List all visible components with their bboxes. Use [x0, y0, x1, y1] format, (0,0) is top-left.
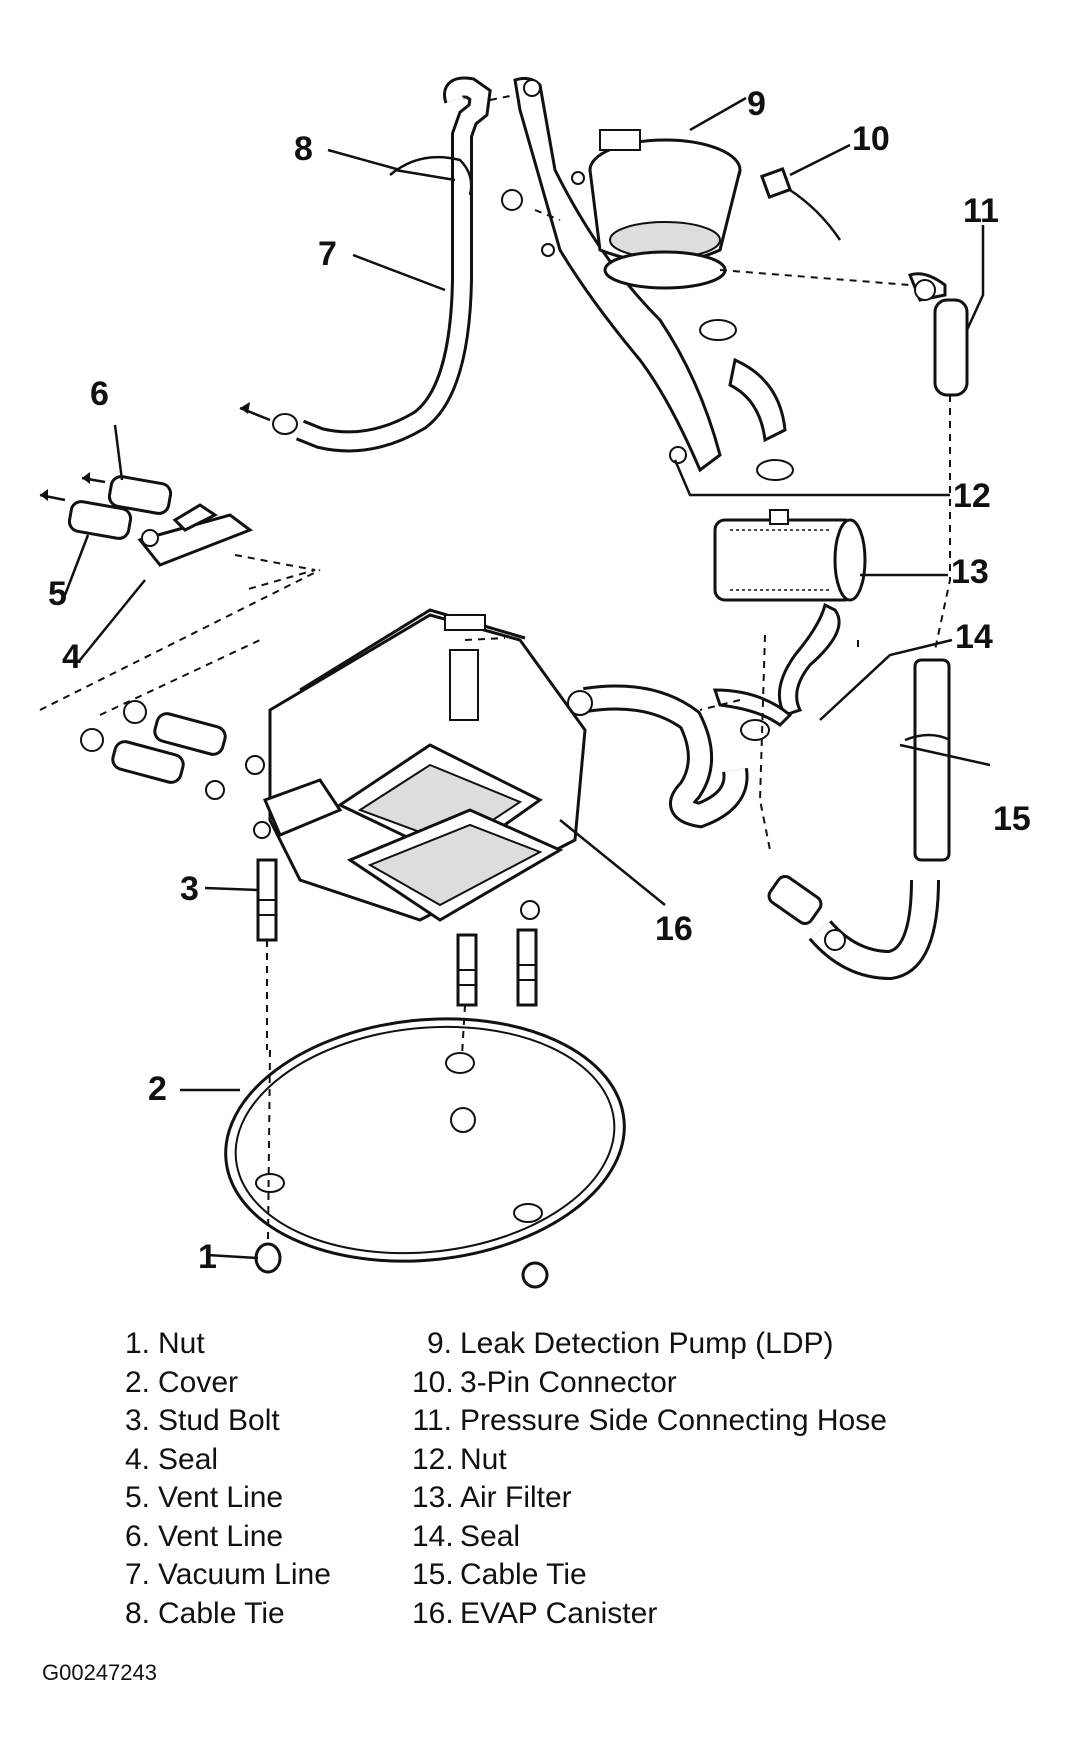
cable-tie-15-part: [767, 658, 991, 981]
legend-label: Air Filter: [460, 1481, 572, 1514]
figure-code: G00247243: [42, 1660, 157, 1685]
legend-label: Cable Tie: [460, 1558, 587, 1591]
legend-number: 5.: [124, 1481, 150, 1514]
canister-port-fittings-part: [80, 700, 265, 800]
pressure-side-hose-part: [908, 272, 969, 397]
legend-item: 8.Cable Tie: [120, 1595, 331, 1634]
legend-number: 16.: [412, 1596, 454, 1630]
legend-item: 3.Stud Bolt: [120, 1402, 331, 1441]
callout-9: 9: [747, 85, 766, 123]
legend-item: 13.Air Filter: [412, 1479, 887, 1518]
cable-tie-8-part: [389, 155, 473, 196]
legend-number: 3.: [124, 1404, 150, 1437]
callout-13: 13: [951, 553, 989, 591]
legend-number: 13.: [412, 1481, 454, 1514]
legend-number: 9.: [426, 1327, 452, 1360]
vent-lines-part: [39, 472, 254, 567]
callout-4: 4: [62, 638, 81, 676]
callout-15: 15: [993, 800, 1031, 838]
legend-label: Stud Bolt: [158, 1404, 280, 1437]
callout-8: 8: [294, 130, 313, 168]
callout-16: 16: [655, 910, 693, 948]
legend-number: 7.: [124, 1558, 150, 1591]
legend-label: Cover: [158, 1365, 239, 1399]
legend-item: 11.Pressure Side Connecting Hose: [412, 1402, 887, 1441]
legend-label: Nut: [158, 1327, 205, 1360]
legend-label: Cable Tie: [158, 1596, 285, 1630]
legend-number: 12.: [412, 1442, 454, 1476]
callout-1: 1: [198, 1238, 217, 1276]
legend-number: 14.: [412, 1519, 454, 1553]
parts-legend: 1.Nut 2.Cover 3.Stud Bolt 4.Seal 5.Vent …: [0, 1325, 1077, 1655]
legend-number: 11.: [412, 1404, 452, 1437]
legend-column-left: 1.Nut 2.Cover 3.Stud Bolt 4.Seal 5.Vent …: [120, 1325, 331, 1633]
legend-label: Nut: [460, 1442, 507, 1476]
legend-item: 1.Nut: [120, 1325, 331, 1364]
legend-item: 9.Leak Detection Pump (LDP): [412, 1325, 887, 1364]
leader-lines: [63, 96, 985, 1260]
legend-number: 15.: [412, 1558, 454, 1591]
exploded-parts-diagram: 1 2 3 4 5 6 7 8 9 10 11 12 13 14 15 16: [39, 76, 1031, 1289]
legend-item: 16.EVAP Canister: [412, 1595, 887, 1634]
alignment-lines: [39, 94, 951, 1241]
seal-14-part: [712, 602, 841, 741]
callout-3: 3: [180, 870, 199, 908]
legend-item: 12.Nut: [412, 1441, 887, 1480]
air-filter-part: [713, 509, 867, 602]
callout-7: 7: [318, 235, 337, 273]
callout-2: 2: [148, 1070, 167, 1108]
legend-label: Vent Line: [158, 1519, 284, 1553]
3-pin-connector-part: [759, 166, 842, 241]
legend-item: 15.Cable Tie: [412, 1556, 887, 1595]
legend-item: 4.Seal: [120, 1441, 331, 1480]
callout-11: 11: [963, 192, 999, 230]
legend-number: 2.: [124, 1365, 150, 1399]
legend-item: 5.Vent Line: [120, 1479, 331, 1518]
vacuum-line-part: [239, 76, 492, 453]
legend-column-right: 9.Leak Detection Pump (LDP) 10.3-Pin Con…: [412, 1325, 887, 1633]
ldp-hoses-part: [669, 319, 794, 481]
evap-canister-part: [253, 608, 587, 922]
legend-item: 14.Seal: [412, 1518, 887, 1557]
legend-label: Vent Line: [158, 1481, 284, 1514]
callout-14: 14: [955, 618, 993, 656]
callout-10: 10: [852, 120, 890, 158]
legend-label: Leak Detection Pump (LDP): [460, 1327, 834, 1360]
legend-number: 6.: [124, 1519, 150, 1553]
legend-label: 3-Pin Connector: [460, 1365, 677, 1399]
legend-label: Pressure Side Connecting Hose: [460, 1404, 887, 1437]
legend-number: 1.: [124, 1327, 150, 1360]
hose-assembly-part: [567, 684, 749, 829]
legend-label: Seal: [158, 1442, 219, 1476]
legend-number: 4.: [124, 1442, 150, 1476]
leak-detection-pump-part: [501, 76, 742, 473]
callout-12: 12: [953, 477, 991, 515]
callout-5: 5: [48, 575, 67, 613]
legend-item: 7.Vacuum Line: [120, 1556, 331, 1595]
legend-label: Vacuum Line: [158, 1558, 331, 1591]
legend-label: Seal: [460, 1519, 521, 1553]
stud-bolts-part: [256, 858, 540, 1007]
callout-labels: 1 2 3 4 5 6 7 8 9 10 11 12 13 14 15 16: [48, 85, 1031, 1276]
legend-item: 2.Cover: [120, 1364, 331, 1403]
legend-number: 10.: [412, 1365, 454, 1399]
legend-label: EVAP Canister: [460, 1596, 658, 1630]
legend-number: 8.: [124, 1596, 150, 1630]
legend-item: 10.3-Pin Connector: [412, 1364, 887, 1403]
cover-part: [224, 1017, 626, 1263]
legend-item: 6.Vent Line: [120, 1518, 331, 1557]
callout-6: 6: [90, 375, 109, 413]
